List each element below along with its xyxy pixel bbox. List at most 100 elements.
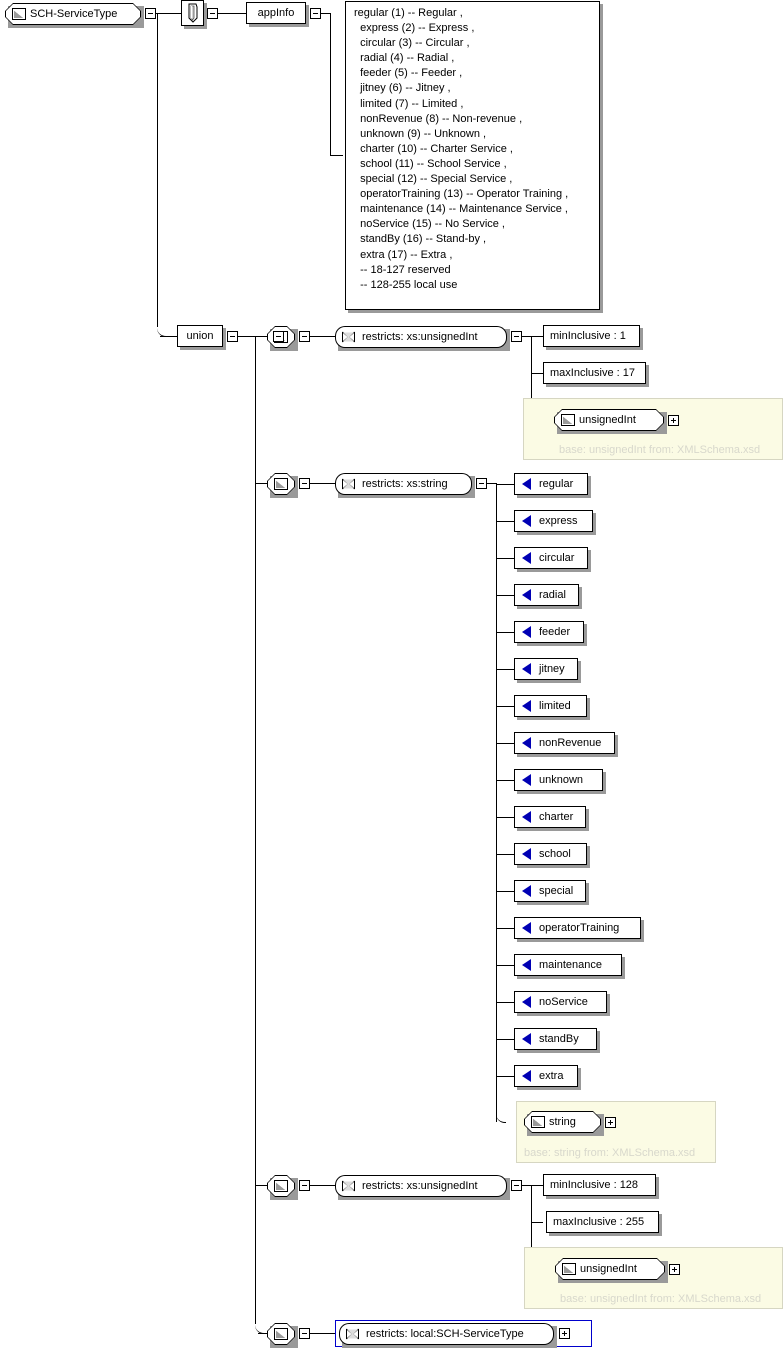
connector-appinfo-vertical xyxy=(330,13,331,155)
enumeration-item[interactable]: jitney xyxy=(514,658,578,680)
connector-enum-jitney xyxy=(496,669,514,670)
member3-toggle[interactable] xyxy=(299,1180,310,1191)
enumeration-label: school xyxy=(539,848,571,860)
member3-base-node[interactable]: unsignedInt xyxy=(555,1258,665,1280)
facet-label: minInclusive : 1 xyxy=(550,330,626,342)
enumeration-item[interactable]: express xyxy=(514,510,593,532)
simpletype-icon xyxy=(561,414,575,426)
member3-facet-maxInclusive[interactable]: maxInclusive : 255 xyxy=(546,1211,659,1233)
enumeration-label: maintenance xyxy=(539,959,602,971)
member4-restricts-toggle[interactable] xyxy=(559,1328,570,1339)
enumeration-item[interactable]: operatorTraining xyxy=(514,917,641,939)
connector-member1-facet-spine xyxy=(531,336,532,400)
simpletype-icon xyxy=(12,8,26,20)
connector-enum-charter xyxy=(496,817,514,818)
member3-base-label: unsignedInt xyxy=(580,1263,637,1275)
enum-arrow-icon xyxy=(522,589,531,601)
enumeration-item[interactable]: limited xyxy=(514,695,587,717)
appinfo-node[interactable]: appInfo xyxy=(246,2,306,24)
member2-restricts-toggle[interactable] xyxy=(476,478,487,489)
member2-restricts-node[interactable]: restricts: xs:string xyxy=(335,473,472,495)
root-toggle[interactable] xyxy=(145,8,156,19)
member3-base-note: base: unsignedInt from: XMLSchema.xsd xyxy=(560,1293,762,1305)
connector-member1-to-restricts xyxy=(310,336,335,337)
annotation-toggle[interactable] xyxy=(207,8,218,19)
member3-restricts-node[interactable]: restricts: xs:unsignedInt xyxy=(335,1175,507,1197)
enumeration-item[interactable]: unknown xyxy=(514,769,603,791)
enum-arrow-icon xyxy=(522,626,531,638)
union-toggle[interactable] xyxy=(227,331,238,342)
connector-member1-facet2 xyxy=(531,373,543,374)
connector-member4-to-restricts xyxy=(310,1333,335,1334)
connector-member3-to-restricts xyxy=(310,1185,335,1186)
enumeration-item[interactable]: school xyxy=(514,843,587,865)
member3-facet-minInclusive[interactable]: minInclusive : 128 xyxy=(543,1174,656,1196)
connector-enum-unknown xyxy=(496,780,514,781)
connector-member3-facet2 xyxy=(531,1222,543,1223)
connector-member3-facet1 xyxy=(531,1185,543,1186)
enumeration-item[interactable]: radial xyxy=(514,584,579,606)
enumeration-label: operatorTraining xyxy=(539,922,620,934)
member1-toggle-right[interactable] xyxy=(299,331,310,342)
member3-restricts-label: restricts: xs:unsignedInt xyxy=(362,1180,478,1192)
enumeration-item[interactable]: circular xyxy=(514,547,588,569)
simpletype-icon xyxy=(274,478,288,490)
simpletype-icon xyxy=(274,1180,288,1192)
connector-spine-to-member2 xyxy=(255,483,267,484)
member1-restricts-toggle[interactable] xyxy=(511,331,522,342)
enumeration-item[interactable]: noService xyxy=(514,991,607,1013)
member3-restricts-toggle[interactable] xyxy=(511,1180,522,1191)
enumeration-item[interactable]: nonRevenue xyxy=(514,732,615,754)
connector-union-spine xyxy=(255,336,256,1324)
appinfo-label: appInfo xyxy=(257,7,295,19)
member1-toggle[interactable] xyxy=(273,331,284,342)
connector-root-trunk-vertical xyxy=(157,13,158,327)
enumeration-label: limited xyxy=(539,700,571,712)
enumeration-item[interactable]: standBy xyxy=(514,1028,597,1050)
member2-simpletype-node[interactable] xyxy=(267,473,295,495)
member1-base-node[interactable]: unsignedInt xyxy=(554,409,664,431)
connector-enum-limited xyxy=(496,706,514,707)
enumeration-item[interactable]: extra xyxy=(514,1065,578,1087)
enum-arrow-icon xyxy=(522,811,531,823)
connector-member2-enum-stub xyxy=(487,483,497,484)
enumeration-item[interactable]: feeder xyxy=(514,621,584,643)
member1-restricts-label: restricts: xs:unsignedInt xyxy=(362,331,478,343)
enum-arrow-icon xyxy=(522,552,531,564)
enumeration-item[interactable]: maintenance xyxy=(514,954,622,976)
member2-toggle[interactable] xyxy=(299,478,310,489)
union-node[interactable]: union xyxy=(177,325,223,347)
member3-simpletype-node[interactable] xyxy=(267,1175,295,1197)
member2-base-note: base: string from: XMLSchema.xsd xyxy=(524,1147,696,1159)
connector-annotation-to-appinfo xyxy=(218,13,246,14)
annotation-node[interactable] xyxy=(181,0,204,26)
member1-base-toggle[interactable] xyxy=(668,415,679,426)
enumeration-item[interactable]: charter xyxy=(514,806,586,828)
member4-restricts-node[interactable]: restricts: local:SCH-ServiceType xyxy=(339,1323,554,1345)
member3-base-toggle[interactable] xyxy=(669,1264,680,1275)
connector-enum-express xyxy=(496,521,514,522)
member1-facet-minInclusive[interactable]: minInclusive : 1 xyxy=(543,325,640,347)
connector-enum-feeder xyxy=(496,632,514,633)
member2-base-node[interactable]: string xyxy=(524,1111,601,1133)
member1-facet-maxInclusive[interactable]: maxInclusive : 17 xyxy=(543,362,646,384)
enum-arrow-icon xyxy=(522,1070,531,1082)
enum-arrow-icon xyxy=(522,663,531,675)
enumeration-label: feeder xyxy=(539,626,571,638)
member1-restricts-node[interactable]: restricts: xs:unsignedInt xyxy=(335,326,507,348)
member4-simpletype-node[interactable] xyxy=(267,1323,295,1345)
appinfo-toggle[interactable] xyxy=(310,8,321,19)
connector-root-to-annotation xyxy=(156,13,187,14)
member4-toggle[interactable] xyxy=(299,1328,310,1339)
connector-enum-extra xyxy=(496,1076,514,1077)
connector-enum-operatorTraining xyxy=(496,928,514,929)
enumeration-item[interactable]: regular xyxy=(514,473,588,495)
enumeration-item[interactable]: special xyxy=(514,880,586,902)
enum-arrow-icon xyxy=(522,737,531,749)
connector-union-to-spine xyxy=(238,336,256,337)
enum-arrow-icon xyxy=(522,885,531,897)
enum-arrow-icon xyxy=(522,515,531,527)
member2-base-toggle[interactable] xyxy=(605,1117,616,1128)
enum-arrow-icon xyxy=(522,478,531,490)
